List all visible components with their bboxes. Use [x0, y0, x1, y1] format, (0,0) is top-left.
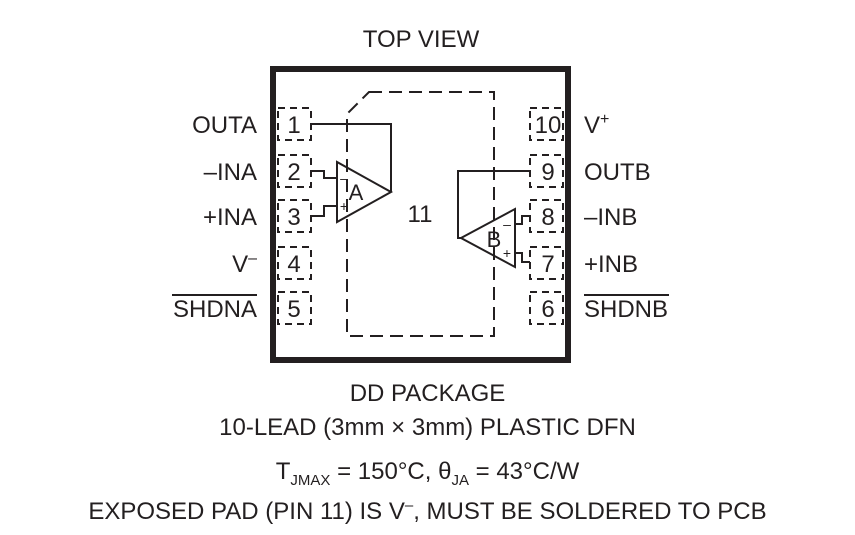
pin-4-name-sup: –: [248, 250, 257, 267]
pin-9-name: OUTB: [584, 159, 651, 186]
note-sup: –: [404, 497, 414, 514]
pin-4-name: V–: [232, 250, 257, 278]
exposed-pad-note: EXPOSED PAD (PIN 11) IS V–, MUST BE SOLD…: [0, 492, 855, 526]
note-pre: EXPOSED PAD (PIN 11) IS V: [88, 498, 405, 525]
amplifier-a-plus-wire: [311, 205, 337, 217]
thermal-t-sub: JMAX: [290, 472, 331, 489]
pinout-diagram: TOP VIEW 11 1 2 3 4 5 10 9 8 7 6 OUTA –I…: [172, 26, 669, 363]
amplifier-a-minus-sign: –: [340, 170, 348, 186]
amplifier-b-plus-sign: +: [503, 245, 511, 261]
thermal-theta: θ: [438, 458, 452, 485]
thermal-t: T: [275, 458, 291, 485]
amplifier-a-feedback-wire: [311, 123, 392, 192]
pin-4-pad: [277, 246, 312, 280]
amplifier-b-plus-wire: [515, 252, 530, 263]
pin-5-number: 5: [287, 296, 300, 323]
pin-5-name: SHDNA: [173, 296, 257, 323]
pin-6-name: SHDNB: [584, 296, 668, 323]
package-name: DD PACKAGE: [349, 380, 506, 407]
pin-9-number: 9: [541, 159, 554, 186]
amplifier-a-minus-wire: [311, 170, 337, 179]
amplifier-a: [311, 123, 394, 224]
amplifier-a-plus-sign: +: [340, 198, 348, 214]
thermal-spec: TJMAX = 150°C, θJA = 43°C/W: [0, 458, 855, 495]
pin-6-pad: [529, 291, 564, 325]
pin-3-name: +INA: [203, 204, 257, 231]
amplifier-b-minus-wire: [515, 215, 530, 225]
top-view-title: TOP VIEW: [363, 26, 480, 53]
amplifier-b-feedback-wire: [457, 170, 530, 239]
pin-10-pad: [529, 107, 564, 141]
pin-8-number: 8: [541, 204, 554, 231]
pin-3-number: 3: [287, 204, 300, 231]
amplifier-a-label: A: [349, 180, 364, 205]
exposed-pad-outline: [346, 91, 495, 337]
exposed-pad-number: 11: [408, 201, 433, 228]
pin-4-name-base: V: [232, 251, 248, 278]
pin-5-pad: [277, 291, 312, 325]
amplifier-b-minus-sign: –: [503, 216, 511, 232]
pin-10-name: V+: [584, 111, 609, 139]
package-outline: [270, 66, 571, 363]
pin-4-number: 4: [287, 251, 300, 278]
pin-1-number: 1: [287, 112, 300, 139]
amplifier-b: [457, 170, 530, 269]
pin-10-name-sup: +: [600, 111, 609, 128]
amplifier-b-triangle: [458, 207, 516, 269]
package-description: 10-LEAD (3mm × 3mm) PLASTIC DFN: [219, 414, 636, 441]
pin-10-number: 10: [535, 112, 562, 139]
pin-2-number: 2: [287, 159, 300, 186]
thermal-theta-value: = 43°C/W: [468, 458, 580, 485]
pin-6-number: 6: [541, 296, 554, 323]
pin-7-number: 7: [541, 251, 554, 278]
pin-10-name-base: V: [584, 112, 600, 139]
amplifier-a-triangle: [336, 160, 394, 224]
pin-2-name: –INA: [204, 159, 257, 186]
pin-1-name: OUTA: [192, 112, 257, 139]
amplifier-b-label: B: [487, 227, 502, 252]
thermal-t-value: = 150°C,: [330, 458, 439, 485]
note-post: , MUST BE SOLDERED TO PCB: [413, 498, 767, 525]
pin-7-name: +INB: [584, 251, 638, 278]
pin-8-name: –INB: [584, 204, 637, 231]
thermal-theta-sub: JA: [451, 472, 469, 489]
